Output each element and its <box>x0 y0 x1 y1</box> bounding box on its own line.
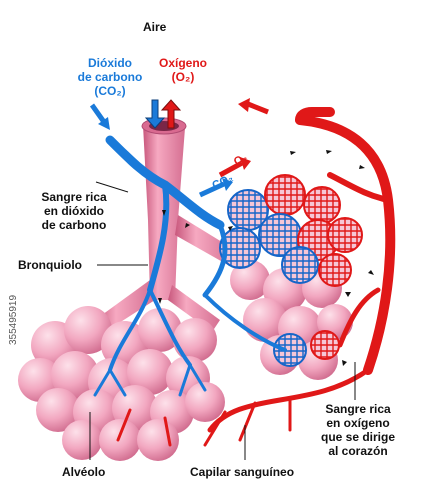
air-arrow-co2-out <box>144 99 166 129</box>
label-o2-line2: (O₂) <box>171 70 195 84</box>
label-alveolus: Alvéolo <box>62 465 106 479</box>
label-bronchiole: Bronquiolo <box>18 258 82 272</box>
flow-arrows <box>158 150 374 366</box>
leader-lines <box>89 181 356 460</box>
label-o2-rich-blood-line4: al corazón <box>328 444 388 458</box>
label-o2-rich-blood-line2: en oxígeno <box>326 416 390 430</box>
label-co2-rich-blood-line1: Sangre rica <box>41 190 107 204</box>
label-o2-line1: Oxígeno <box>158 56 207 70</box>
label-o2-rich-blood-line1: Sangre rica <box>325 402 391 416</box>
label-o2: Oxígeno (O₂) <box>148 56 218 84</box>
stock-image-id: 355495919 <box>8 294 19 345</box>
label-air: Aire <box>143 20 167 34</box>
label-o2-rich-blood: Sangre rica en oxígeno que se dirige al … <box>308 402 408 458</box>
co2-blood-vessel <box>93 135 287 397</box>
air-arrow-o2-in <box>160 99 182 129</box>
gas-exchange-arrows <box>198 157 251 198</box>
label-co2-rich-blood: Sangre rica en dióxido de carbono <box>24 190 124 232</box>
o2-exit-arrow <box>238 98 269 115</box>
capillary-mesh-alveoli <box>219 174 363 367</box>
label-co2-rich-blood-line2: en dióxido <box>44 204 104 218</box>
o2-blood-vessel <box>116 107 396 447</box>
co2-entry-arrow <box>89 103 110 130</box>
label-o2-rich-blood-line3: que se dirige <box>320 430 396 444</box>
label-co2-line2: de carbono <box>77 70 143 84</box>
label-co2: Dióxido de carbono (CO₂) <box>60 56 160 98</box>
label-co2-line1: Dióxido <box>88 56 132 70</box>
label-co2-rich-blood-line3: de carbono <box>41 218 107 232</box>
alveolus-cluster-left <box>18 306 225 461</box>
label-capillary: Capilar sanguíneo <box>190 465 295 479</box>
label-co2-line3: (CO₂) <box>94 84 126 98</box>
